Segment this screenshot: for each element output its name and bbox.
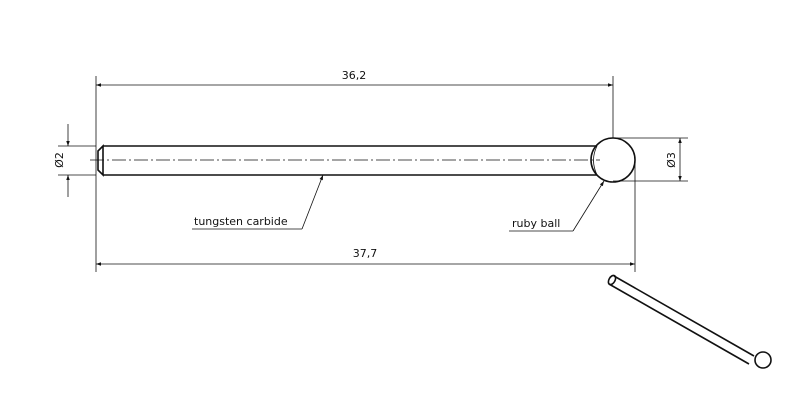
shaft-length-value: 36,2 (342, 69, 367, 82)
leader-tungsten-carbide: tungsten carbide (192, 174, 324, 230)
dimension-overall-length: 37,7 (96, 247, 635, 266)
tungsten-carbide-label: tungsten carbide (194, 215, 288, 228)
overall-length-value: 37,7 (353, 247, 378, 260)
shaft-diameter-value: Ø2 (53, 152, 66, 168)
stylus-isometric-view (607, 274, 772, 369)
dimension-shaft-diameter: Ø2 (53, 124, 70, 197)
dimension-shaft-length: 36,2 (96, 69, 613, 87)
ruby-ball-label: ruby ball (512, 217, 560, 230)
dimension-ball-diameter: Ø3 (665, 138, 682, 181)
ball-diameter-value: Ø3 (665, 152, 678, 168)
leader-ruby-ball: ruby ball (509, 180, 605, 232)
extension-lines (58, 76, 688, 272)
stylus-shaft (90, 144, 600, 177)
